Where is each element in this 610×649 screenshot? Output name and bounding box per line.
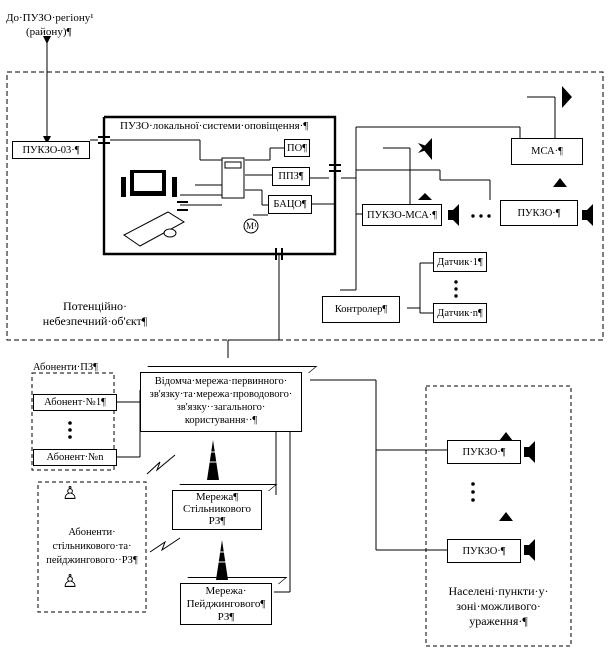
sensorn-label: Датчик·n¶ <box>437 307 483 319</box>
person-icon-bottom: ♙ <box>62 571 79 591</box>
pz-subscribers-region <box>31 372 115 471</box>
local-bus <box>102 115 337 256</box>
abonent1-label: Абонент·№1¶ <box>44 397 106 408</box>
cellular-line1: Мережа¶ <box>195 491 239 503</box>
batso-label: БАЦО¶ <box>273 199 307 210</box>
sensor1-box: Датчик·1¶ <box>433 252 487 272</box>
paging-line2: Пейджингового¶ <box>186 598 266 610</box>
region-label-line2: (району)¶ <box>26 26 72 38</box>
pukzo-obj-label: ПУКЗО·¶ <box>517 207 561 219</box>
pukzo03-label: ПУКЗО-03·¶ <box>22 144 80 156</box>
mic-icon: М¹ <box>246 221 257 231</box>
abonent1-box: Абонент·№1¶ <box>33 394 117 411</box>
mobile-subscribers-line2: стільникового·та· <box>52 541 132 552</box>
pukzo-settlement-bottom-label: ПУКЗО·¶ <box>462 545 506 557</box>
paging-line3: РЗ¶ <box>217 611 235 623</box>
paging-network-box <box>180 583 272 625</box>
object-label-line2: небезпечний·об'єкт¶ <box>42 314 148 328</box>
mobile-subscribers-line1: Абоненти· <box>68 527 116 538</box>
pukzo-obj-box: ПУКЗО·¶ <box>500 200 578 226</box>
abonentn-label: Абонент·№n <box>46 452 104 463</box>
cellular-line2: Стільникового <box>183 503 251 515</box>
object-label-line1: Потенційно· <box>62 299 128 313</box>
msa-box: МСА·¶ <box>511 138 583 165</box>
pukzo03-box: ПУКЗО-03·¶ <box>12 141 90 159</box>
controller-box: Контролер¶ <box>322 296 400 323</box>
mobile-subscribers-line3: пейджингового··РЗ¶ <box>46 555 138 566</box>
msa-label: МСА·¶ <box>531 146 563 157</box>
po-box: ПО¶ <box>284 139 310 157</box>
settlements-region <box>425 385 572 647</box>
person-icon-top: ♙ <box>62 483 79 503</box>
paging-line1: Мережа· <box>205 585 247 597</box>
local-system-label: ПУЗО·локальної·системи·оповіщення·¶ <box>120 120 309 132</box>
settlements-label-line3: ураження·¶ <box>469 614 528 628</box>
po-label: ПО¶ <box>287 142 307 154</box>
pukzo-settlement-top-box: ПУКЗО·¶ <box>447 440 521 464</box>
pz-subscribers-title: Абоненти·ПЗ¶ <box>33 362 98 373</box>
settlements-label-line1: Населені·пункти·у· <box>448 584 549 598</box>
primary-network-box <box>140 372 302 432</box>
pukzo-settlement-top-label: ПУКЗО·¶ <box>462 446 506 458</box>
ppz-box: ППЗ¶ <box>272 167 310 186</box>
network-line1: Відомча·мережа·первинного· <box>154 376 288 387</box>
sensorn-box: Датчик·n¶ <box>433 303 487 323</box>
cellular-line3: РЗ¶ <box>208 515 226 527</box>
sensor1-label: Датчик·1¶ <box>437 256 483 268</box>
ppz-label: ППЗ¶ <box>278 171 304 182</box>
object-region <box>6 71 604 341</box>
cellular-network-box <box>172 490 262 530</box>
pukzo-msa-box: ПУКЗО-МСА·¶ <box>362 204 442 226</box>
abonentn-box: Абонент·№n <box>33 449 117 466</box>
settlements-label-line2: зоні·можливого· <box>456 599 541 613</box>
batso-box: БАЦО¶ <box>268 195 312 214</box>
controller-label: Контролер¶ <box>334 304 388 315</box>
region-label-line1: До·ПУЗО·регіону¹ <box>6 12 94 24</box>
pukzo-msa-label: ПУКЗО-МСА·¶ <box>366 209 437 221</box>
network-line2: зв'язку·та·мережа·проводового· <box>149 389 293 400</box>
network-line3: зв'язку··загального· <box>176 402 266 413</box>
network-line4: користування··¶ <box>184 415 258 426</box>
pukzo-settlement-bottom-box: ПУКЗО·¶ <box>447 539 521 563</box>
